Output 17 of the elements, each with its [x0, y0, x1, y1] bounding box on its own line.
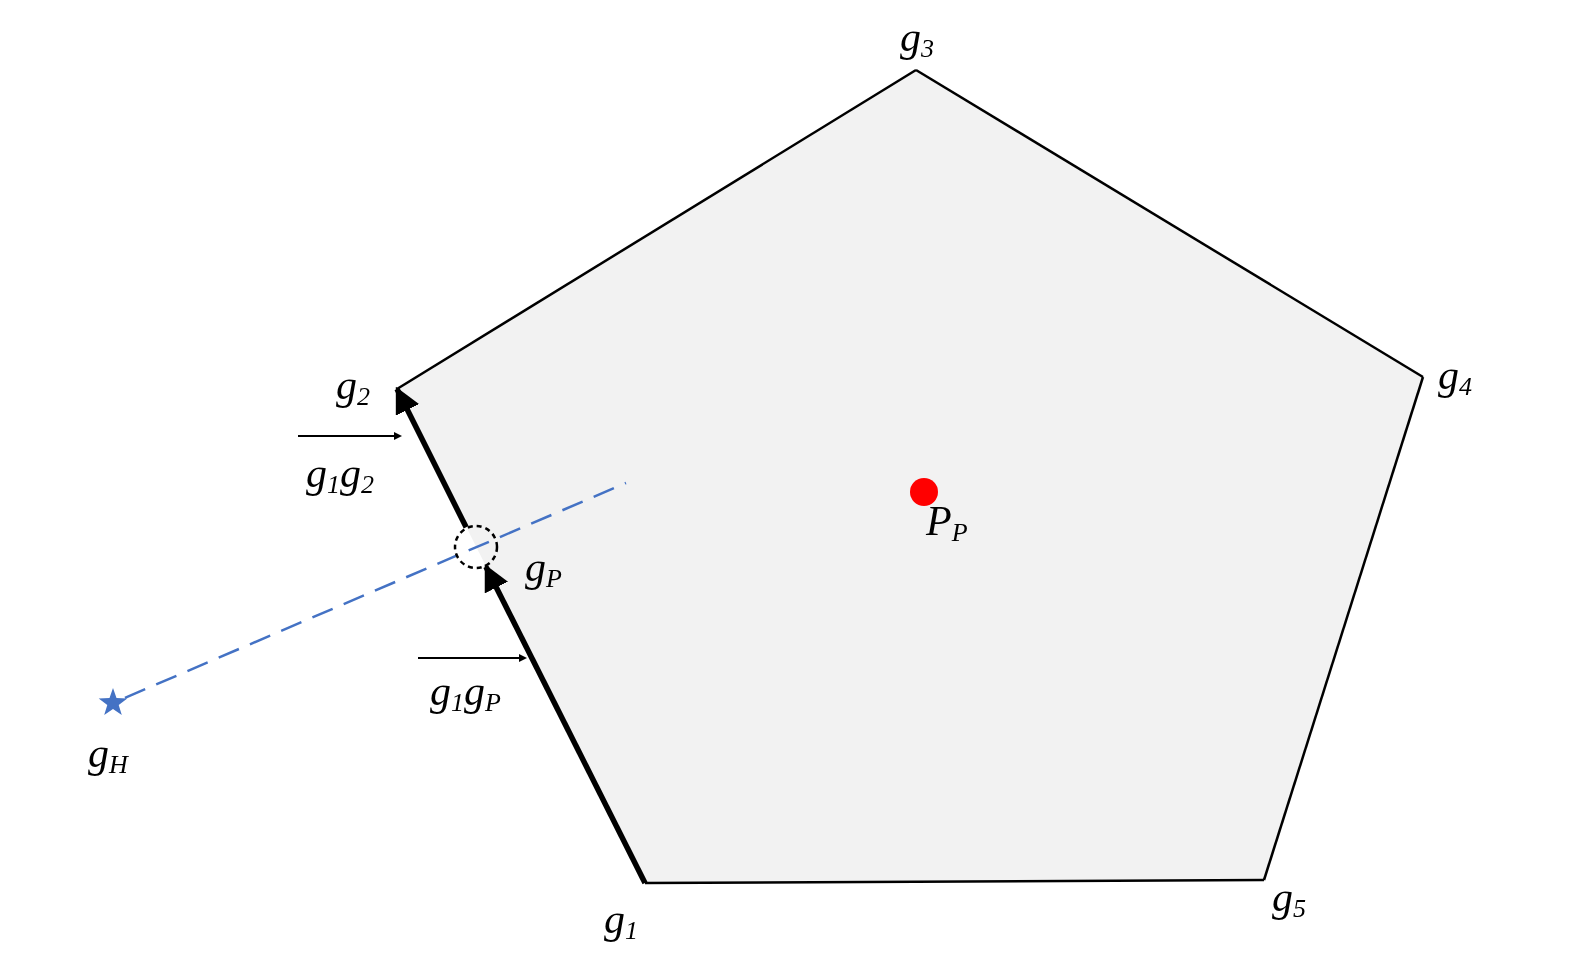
vector-label: g$_{1}$g$_{2}$: [306, 452, 374, 498]
arrow: [394, 386, 469, 529]
point-label: g$_{1}$: [604, 898, 638, 944]
polygon-side: [396, 68, 917, 391]
vector-label: g$_{1}$g$_{P}$: [430, 670, 501, 716]
point-label: g$_{H}$: [88, 732, 128, 778]
point-label: g$_{5}$: [1272, 876, 1306, 922]
dashed-line: [124, 481, 627, 700]
point-label: g$_{3}$: [900, 16, 934, 62]
point-label: g$_{2}$: [336, 364, 370, 410]
point-label: g$_{P}$: [525, 546, 562, 592]
polygon-side: [915, 68, 1424, 379]
point-label: g$_{4}$: [1438, 354, 1472, 400]
arrow: [483, 564, 648, 885]
point-label: P$_{P}$: [926, 500, 968, 546]
polygon-side: [645, 878, 1264, 885]
polygon-side: [1262, 376, 1425, 881]
